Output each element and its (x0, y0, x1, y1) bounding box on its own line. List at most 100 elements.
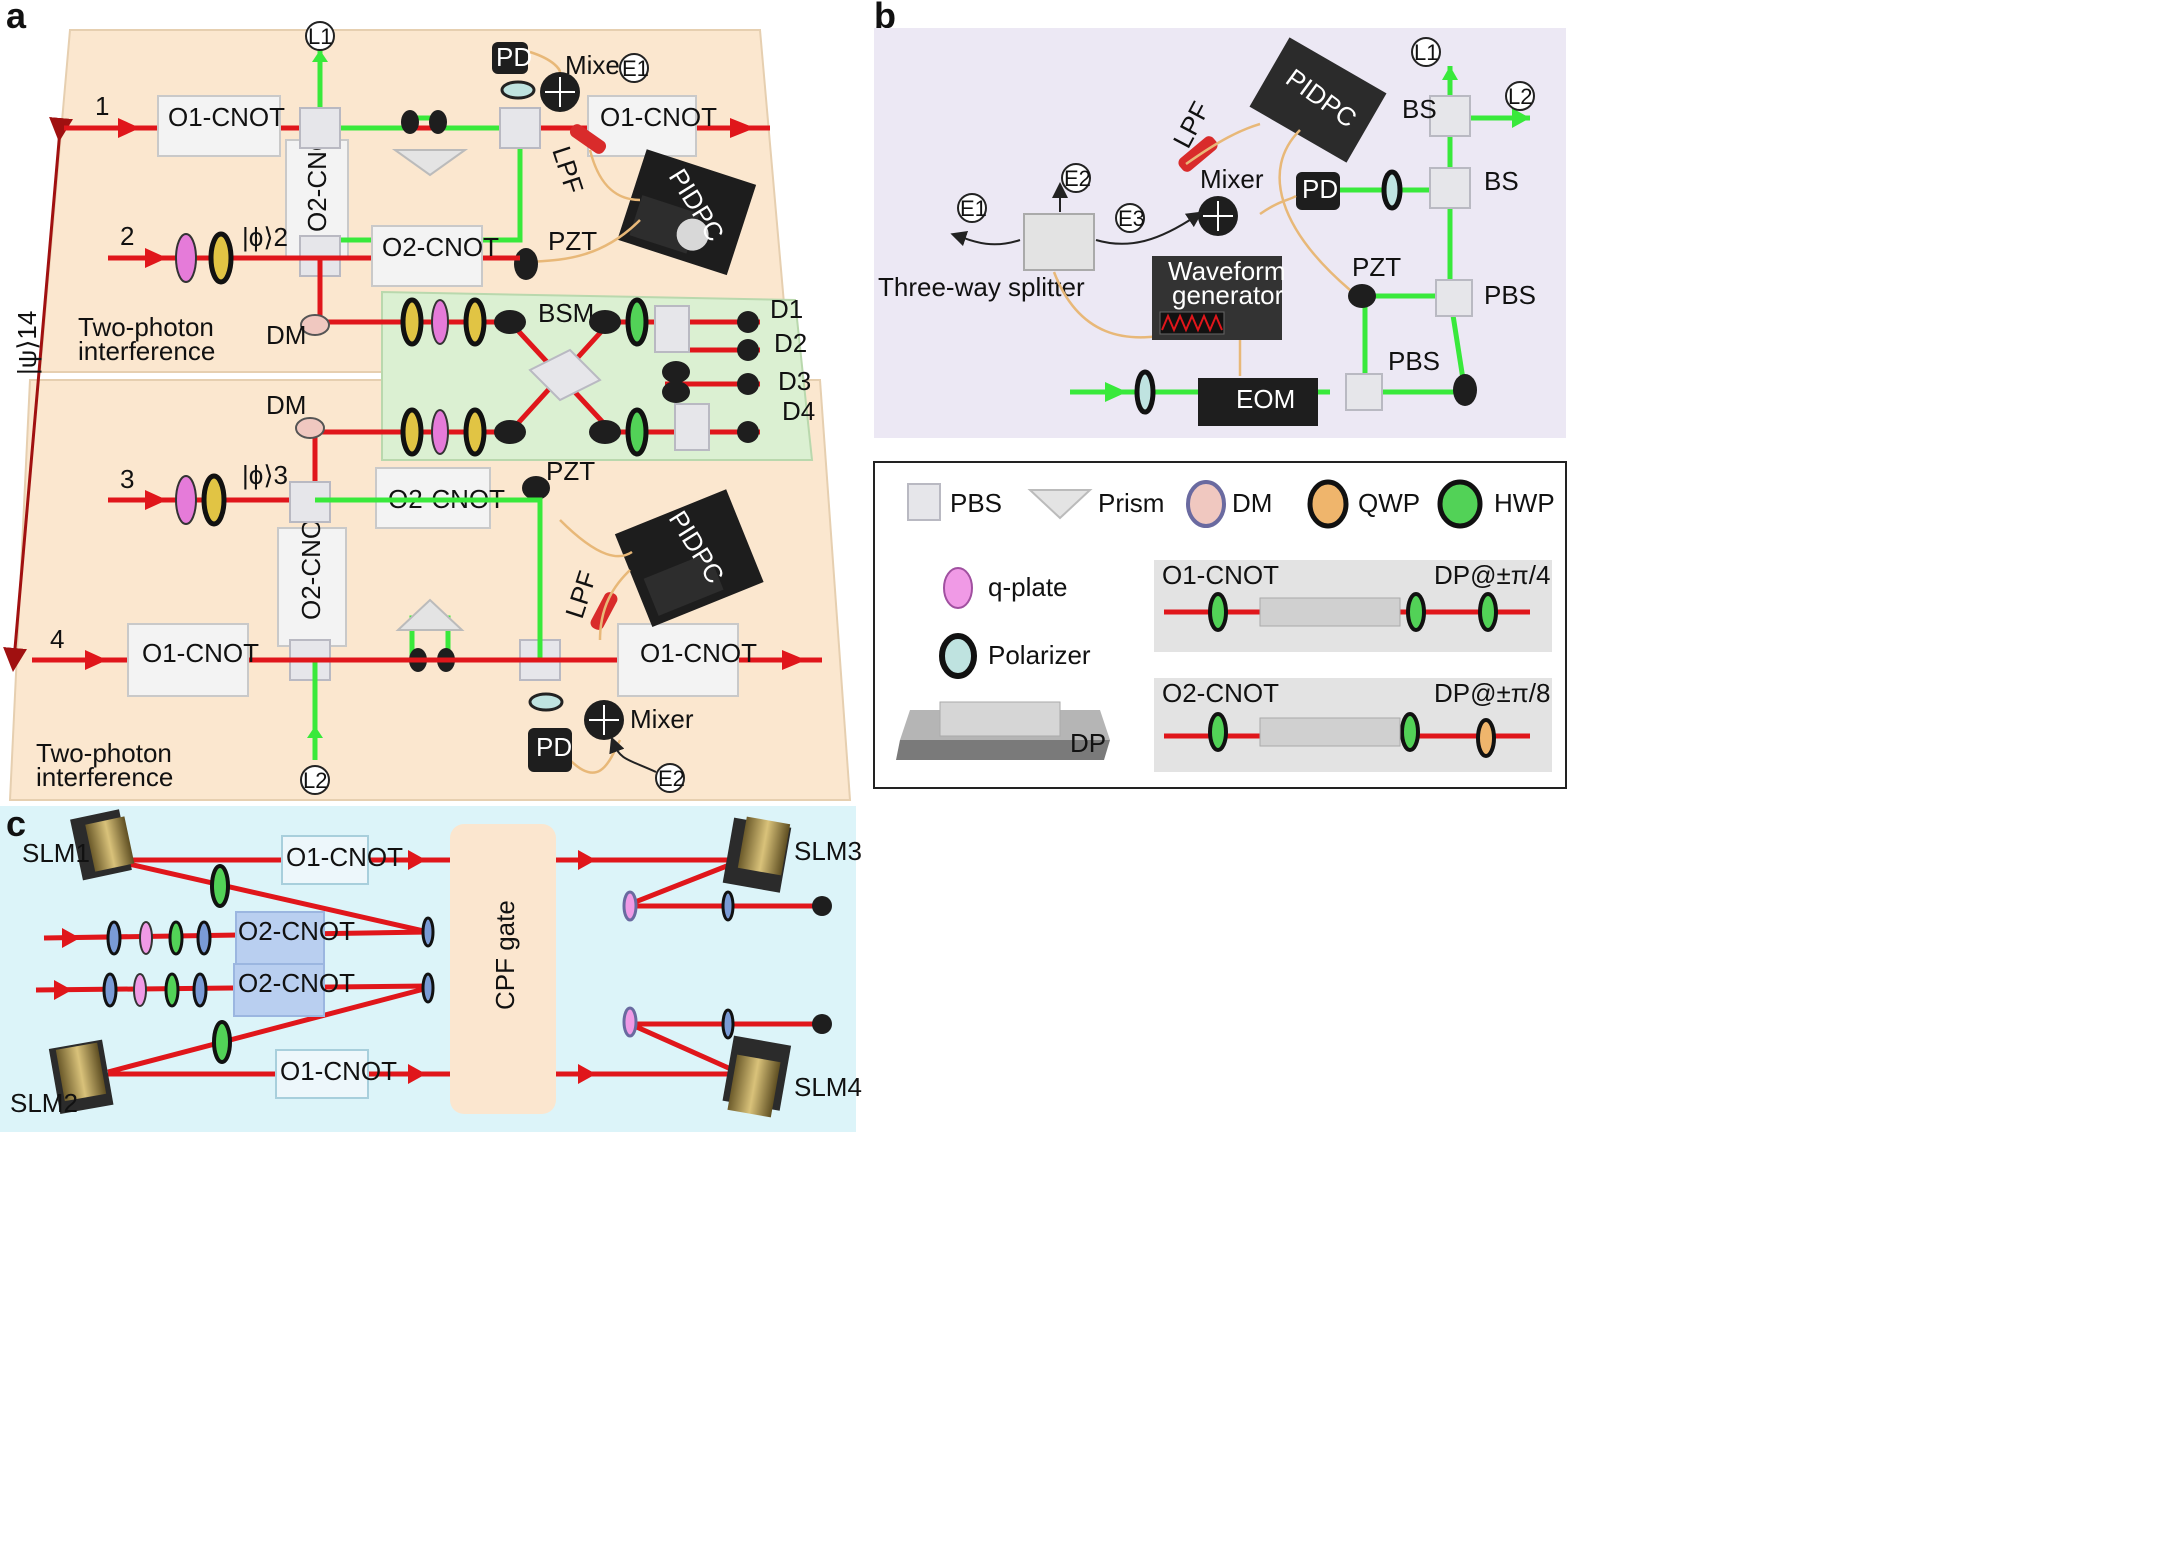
e2-circle-a (655, 763, 685, 793)
c-mirror-icon-2 (421, 972, 435, 1004)
state-phi2: |ϕ⟩2 (242, 222, 288, 252)
b-green-arrow-in (1105, 382, 1127, 402)
c-dm-icon-1 (622, 890, 638, 922)
c-hwp-icon-3 (168, 920, 184, 956)
b-pidpc-icon (1249, 37, 1387, 163)
c-beam-out-4-diag (628, 1021, 744, 1077)
cpf-gate-label: CPF gate (490, 900, 520, 1010)
pidpc-icon-top (617, 149, 757, 276)
legend-dm-icon (1186, 480, 1226, 528)
input-2-label: 2 (120, 221, 134, 251)
mirror-icon-bsm-2 (494, 420, 526, 444)
pd-label-bottom: PD (536, 732, 572, 762)
c-detector-icon-2 (812, 1014, 832, 1034)
legend-pbs-label: PBS (950, 488, 1002, 518)
pbs-cube-icon-b2 (1345, 373, 1383, 411)
wire-top-2 (588, 149, 641, 202)
cpf-gate-box (450, 824, 556, 1114)
arrow-4 (85, 650, 107, 670)
q-plate-icon-bsm-1 (431, 299, 449, 345)
c-o2-cnot-label-2: O2-CNOT (238, 968, 355, 998)
b-e2-circle (1061, 163, 1091, 193)
eom-icon (1198, 378, 1318, 426)
l2-circle (300, 765, 330, 795)
slm-icon-3 (722, 816, 792, 893)
arrow-2 (145, 248, 167, 268)
o1-cnot-label-4: O1-CNOT (142, 638, 259, 668)
q-plate-icon-2 (175, 233, 197, 283)
legend-o2-hwp-1 (1208, 712, 1228, 752)
legend-o1-dp (1259, 597, 1401, 627)
mirror-icon-bsm-3 (589, 310, 621, 334)
l1-label: L1 (308, 24, 332, 49)
slm-icon-2 (48, 1039, 114, 1114)
psi14-arrow (3, 117, 73, 672)
legend-dp-base (896, 740, 1110, 760)
pzt-icon-top (514, 248, 538, 280)
pd-icon-top (492, 42, 528, 74)
e1-label-a: E1 (622, 56, 649, 81)
o1-cnot-label-1b: O1-CNOT (600, 102, 717, 132)
c-qwp-icon-3 (102, 972, 118, 1008)
slm3-label: SLM3 (794, 836, 862, 866)
legend-q-plate-label: q-plate (988, 572, 1068, 602)
legend-dp-pi4-label: DP@±π/4 (1434, 560, 1550, 590)
c-hwp-icon-1 (210, 864, 230, 908)
legend: PBS Prism DM QWP HWP q-plate Polarizer D… (873, 461, 1567, 789)
slm-icon-1 (70, 809, 135, 881)
b-e3-wire (1095, 211, 1203, 245)
b-green-arrow-l1 (1442, 66, 1458, 80)
mirror-icon-2 (429, 110, 447, 134)
tpi-top-line1: Two-photon (78, 312, 214, 342)
legend-dp-pi8-label: DP@±π/8 (1434, 678, 1550, 708)
hwp-icon-bsm-1 (625, 297, 649, 347)
b-green-arrow-l2 (1512, 108, 1530, 128)
o1-cnot-label-1: O1-CNOT (168, 102, 285, 132)
pbs-cube-icon-a1 (299, 107, 341, 149)
mirror-icon-1 (401, 110, 419, 134)
c-arrow-out-1 (578, 850, 596, 870)
e2-label-a: E2 (658, 766, 685, 791)
legend-o1-hwp-2 (1406, 592, 1426, 632)
c-qwp-icon-4 (192, 972, 208, 1008)
qwp-icon-3 (201, 473, 227, 527)
c-o1-cnot-box-1 (281, 835, 369, 885)
c-o2-cnot-box-2 (233, 963, 325, 1017)
pzt-icon-bottom (522, 476, 550, 500)
panel-label-b: b (874, 0, 896, 36)
prism-icon-top (391, 149, 469, 177)
bs-cube-icon-b1 (1429, 95, 1471, 137)
legend-prism-icon (1027, 489, 1093, 520)
dm-label-top: DM (266, 320, 306, 350)
legend-hwp-label: HWP (1494, 488, 1555, 518)
detector-icon-d4 (737, 421, 759, 443)
waveform-label-1: Waveform (1168, 256, 1286, 286)
slm1-label: SLM1 (22, 838, 90, 868)
qwp-icon-bsm-2 (463, 297, 487, 347)
qwp-icon-bsm-4 (463, 407, 487, 457)
c-dm-icon-2 (622, 1006, 638, 1038)
panel-label-c: c (6, 803, 26, 844)
legend-o1-cnot-label: O1-CNOT (1162, 560, 1279, 590)
detector-icon-d1 (737, 311, 759, 333)
q-plate-icon-bsm-2 (431, 409, 449, 455)
l2-label: L2 (303, 768, 327, 793)
eom-label: EOM (1236, 384, 1295, 414)
c-qwp-icon-6 (721, 1008, 735, 1040)
lpf-icon-top (569, 124, 607, 154)
b-pbs-label-2: PBS (1388, 346, 1440, 376)
c-detector-icon-1 (812, 896, 832, 916)
bs-cube-icon-b2 (1429, 167, 1471, 209)
b-mirror-icon (1453, 374, 1477, 406)
panel-a: a |ψ⟩14 1 O1-CNOT O1-CNOT O2-CNOT L1 (3, 0, 852, 801)
b-l2-circle (1505, 81, 1535, 111)
input-4-label: 4 (50, 624, 64, 654)
mirror-icon-bsm-5 (662, 361, 690, 383)
mixer-label-top: Mixer (565, 50, 629, 80)
b-pbs-label-1: PBS (1484, 280, 1536, 310)
detector-label-d1: D1 (770, 294, 803, 324)
mirror-icon-bsm-1 (494, 310, 526, 334)
c-beam-3 (35, 983, 429, 993)
legend-o2-cnot-label: O2-CNOT (1162, 678, 1279, 708)
